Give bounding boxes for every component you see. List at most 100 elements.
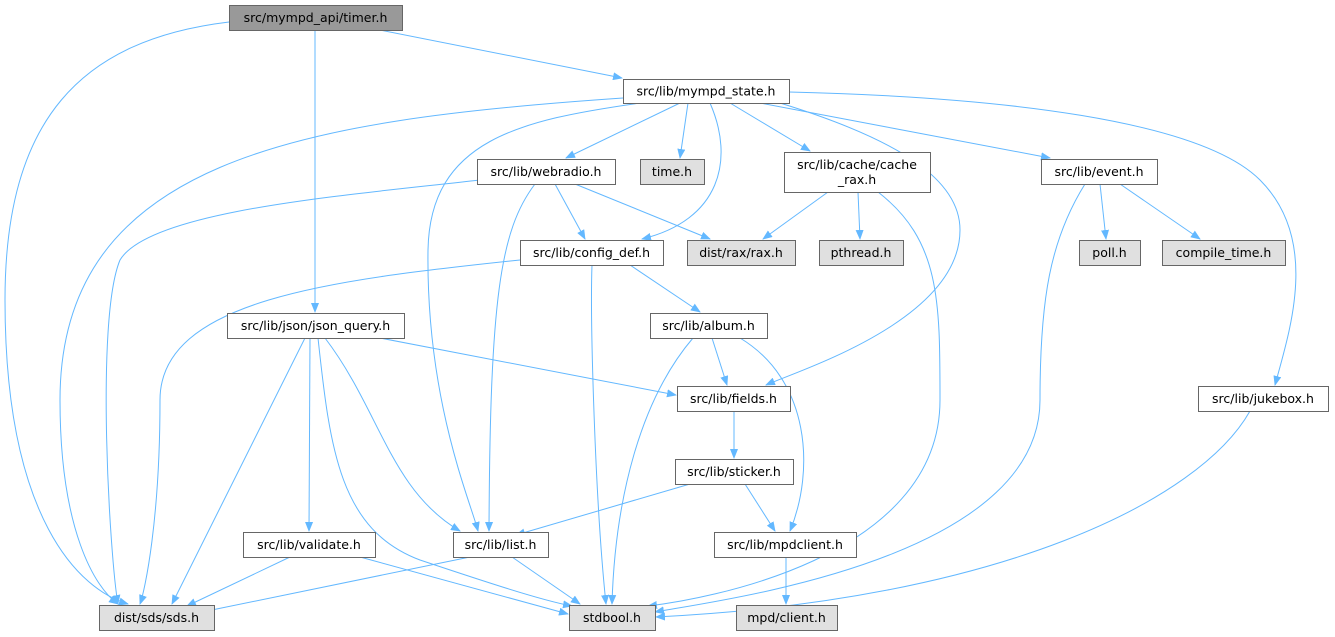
edge-validate-to-stdbool — [359, 556, 569, 616]
node-box — [569, 605, 656, 631]
node-timer: src/mympd_api/timer.h — [229, 5, 403, 31]
edge-webradio-to-sds — [105, 179, 481, 605]
edge-mympd_state-to-list — [427, 102, 641, 532]
edge-json_query-to-fields — [379, 337, 677, 398]
edge-webradio-to-config_def — [554, 183, 586, 240]
node-box — [99, 605, 215, 631]
node-label: src/lib/validate.h — [257, 537, 361, 552]
node-album[interactable]: src/lib/album.h — [650, 313, 768, 339]
node-json-query[interactable]: src/lib/json/json_query.h — [227, 313, 405, 339]
node-box — [784, 152, 931, 193]
node-label: time.h — [652, 164, 692, 179]
node-box — [229, 5, 403, 31]
node-box — [477, 159, 616, 185]
edge-timer-to-sds — [4, 21, 230, 606]
node-box — [819, 240, 904, 266]
node-mympd-state[interactable]: src/lib/mympd_state.h — [623, 79, 790, 104]
edge-mympd_state-to-config_def — [641, 102, 722, 241]
edge-list-to-sds — [201, 556, 471, 615]
node-label: src/lib/album.h — [662, 318, 755, 333]
edge-mympd_state-to-fields — [765, 102, 961, 386]
edge-sticker-to-mpdclient — [744, 483, 776, 532]
node-stdbool: stdbool.h — [569, 605, 656, 631]
node-compile-time: compile_time.h — [1162, 240, 1286, 266]
node-label: src/lib/cache/cache — [797, 157, 917, 172]
edge-json_query-to-validate — [305, 337, 314, 532]
edge-webradio-to-list — [485, 183, 536, 532]
edge-mympd_state-to-cache_rax — [729, 102, 811, 152]
edge-album-to-stdbool — [608, 337, 694, 605]
edge-mympd_state-to-event — [759, 102, 1051, 161]
node-label: src/lib/list.h — [465, 537, 537, 552]
node-config-def[interactable]: src/lib/config_def.h — [520, 240, 664, 266]
edge-json_query-to-sds — [171, 337, 306, 605]
edge-json_query-to-list — [324, 337, 461, 532]
node-box — [1198, 386, 1329, 412]
node-sticker[interactable]: src/lib/sticker.h — [675, 459, 794, 485]
edge-config_def-to-sds — [139, 259, 521, 605]
edge-event-to-poll — [1099, 183, 1110, 240]
node-box — [650, 313, 768, 339]
node-box — [243, 532, 376, 558]
edge-mympd_state-to-time — [677, 102, 689, 159]
node-cache-rax[interactable]: src/lib/cache/cache_rax.h — [784, 152, 931, 193]
node-box — [623, 79, 790, 104]
node-validate[interactable]: src/lib/validate.h — [243, 532, 376, 558]
node-label: stdbool.h — [583, 610, 641, 625]
node-pthread: pthread.h — [819, 240, 904, 266]
node-box — [1079, 240, 1141, 266]
edge-mympd_state-to-jukebox — [788, 91, 1297, 386]
node-label: pthread.h — [831, 245, 892, 260]
edge-validate-to-sds — [186, 556, 291, 607]
node-mpdclient[interactable]: src/lib/mpdclient.h — [714, 532, 857, 558]
edge-webradio-to-rax — [574, 183, 711, 240]
node-fields[interactable]: src/lib/fields.h — [677, 386, 791, 412]
edge-cache_rax-to-pthread — [855, 191, 864, 240]
node-box — [227, 313, 405, 339]
node-label: src/lib/sticker.h — [687, 464, 781, 479]
node-box — [520, 240, 664, 266]
edge-event-to-compile_time — [1119, 183, 1201, 240]
node-label: poll.h — [1092, 245, 1126, 260]
node-mpd-client: mpd/client.h — [736, 605, 838, 631]
node-box — [677, 386, 791, 412]
node-label: src/lib/config_def.h — [533, 245, 650, 260]
edge-config_def-to-album — [629, 264, 701, 313]
node-label: src/lib/json/json_query.h — [241, 318, 390, 333]
node-webradio[interactable]: src/lib/webradio.h — [477, 159, 616, 185]
node-label: src/mympd_api/timer.h — [244, 10, 388, 25]
node-label: dist/rax/rax.h — [699, 245, 783, 260]
node-box — [1162, 240, 1286, 266]
node-rax: dist/rax/rax.h — [687, 240, 796, 266]
node-list[interactable]: src/lib/list.h — [453, 532, 549, 558]
node-box — [687, 240, 796, 266]
node-sds: dist/sds/sds.h — [99, 605, 215, 631]
node-label: src/lib/jukebox.h — [1212, 391, 1314, 406]
node-box — [714, 532, 857, 558]
node-jukebox[interactable]: src/lib/jukebox.h — [1198, 386, 1329, 412]
node-label: mpd/client.h — [747, 610, 826, 625]
node-box — [675, 459, 794, 485]
edge-cache_rax-to-rax — [762, 191, 829, 240]
node-box — [640, 159, 705, 185]
node-label: _rax.h — [837, 172, 876, 187]
edge-event-to-stdbool — [654, 183, 1086, 615]
node-label: src/lib/mpdclient.h — [727, 537, 843, 552]
node-label: src/lib/event.h — [1054, 164, 1143, 179]
edge-mympd_state-to-webradio — [565, 102, 681, 159]
edge-mympd_state-to-sds — [59, 97, 624, 605]
edge-album-to-mpdclient — [739, 337, 805, 532]
edge-sticker-to-list — [515, 483, 691, 537]
node-label: src/lib/webradio.h — [491, 164, 602, 179]
node-poll: poll.h — [1079, 240, 1141, 266]
node-box — [453, 532, 549, 558]
node-label: dist/sds/sds.h — [114, 610, 199, 625]
node-box — [736, 605, 838, 631]
node-label: src/lib/fields.h — [690, 391, 777, 406]
edge-json_query-to-stdbool — [317, 337, 573, 609]
node-box — [1041, 159, 1158, 185]
edge-config_def-to-stdbool — [591, 264, 610, 605]
node-event[interactable]: src/lib/event.h — [1041, 159, 1158, 185]
node-label: src/lib/mympd_state.h — [637, 84, 776, 99]
